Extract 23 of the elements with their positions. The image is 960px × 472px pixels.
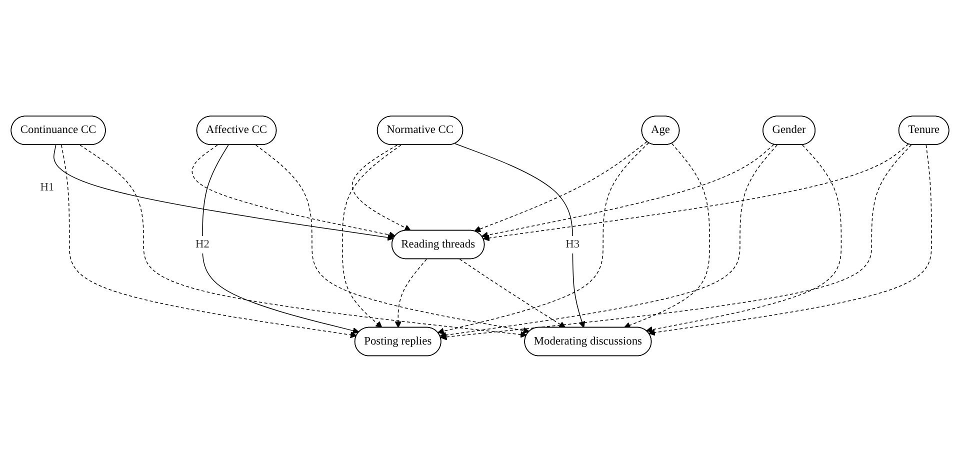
arrow [61,144,357,338]
arrow [646,144,842,333]
arrow [474,141,648,232]
arrow [394,258,428,328]
arrow [352,144,412,231]
arrow [459,258,566,328]
arrow [481,144,774,238]
edge-label: H3 [566,238,580,250]
arrow [440,144,912,340]
arrow [255,144,530,334]
arrow [648,144,932,336]
arrow [454,143,586,328]
arrow [53,144,394,241]
arrow [342,144,402,328]
arrow [440,144,778,338]
edge-label: H2 [195,238,210,250]
edge-label: H1 [40,181,54,194]
arrow [202,144,360,334]
arrow [80,144,527,338]
arrow [624,143,710,329]
arrow [482,144,909,242]
arrow [192,144,396,238]
arrow [437,142,650,334]
